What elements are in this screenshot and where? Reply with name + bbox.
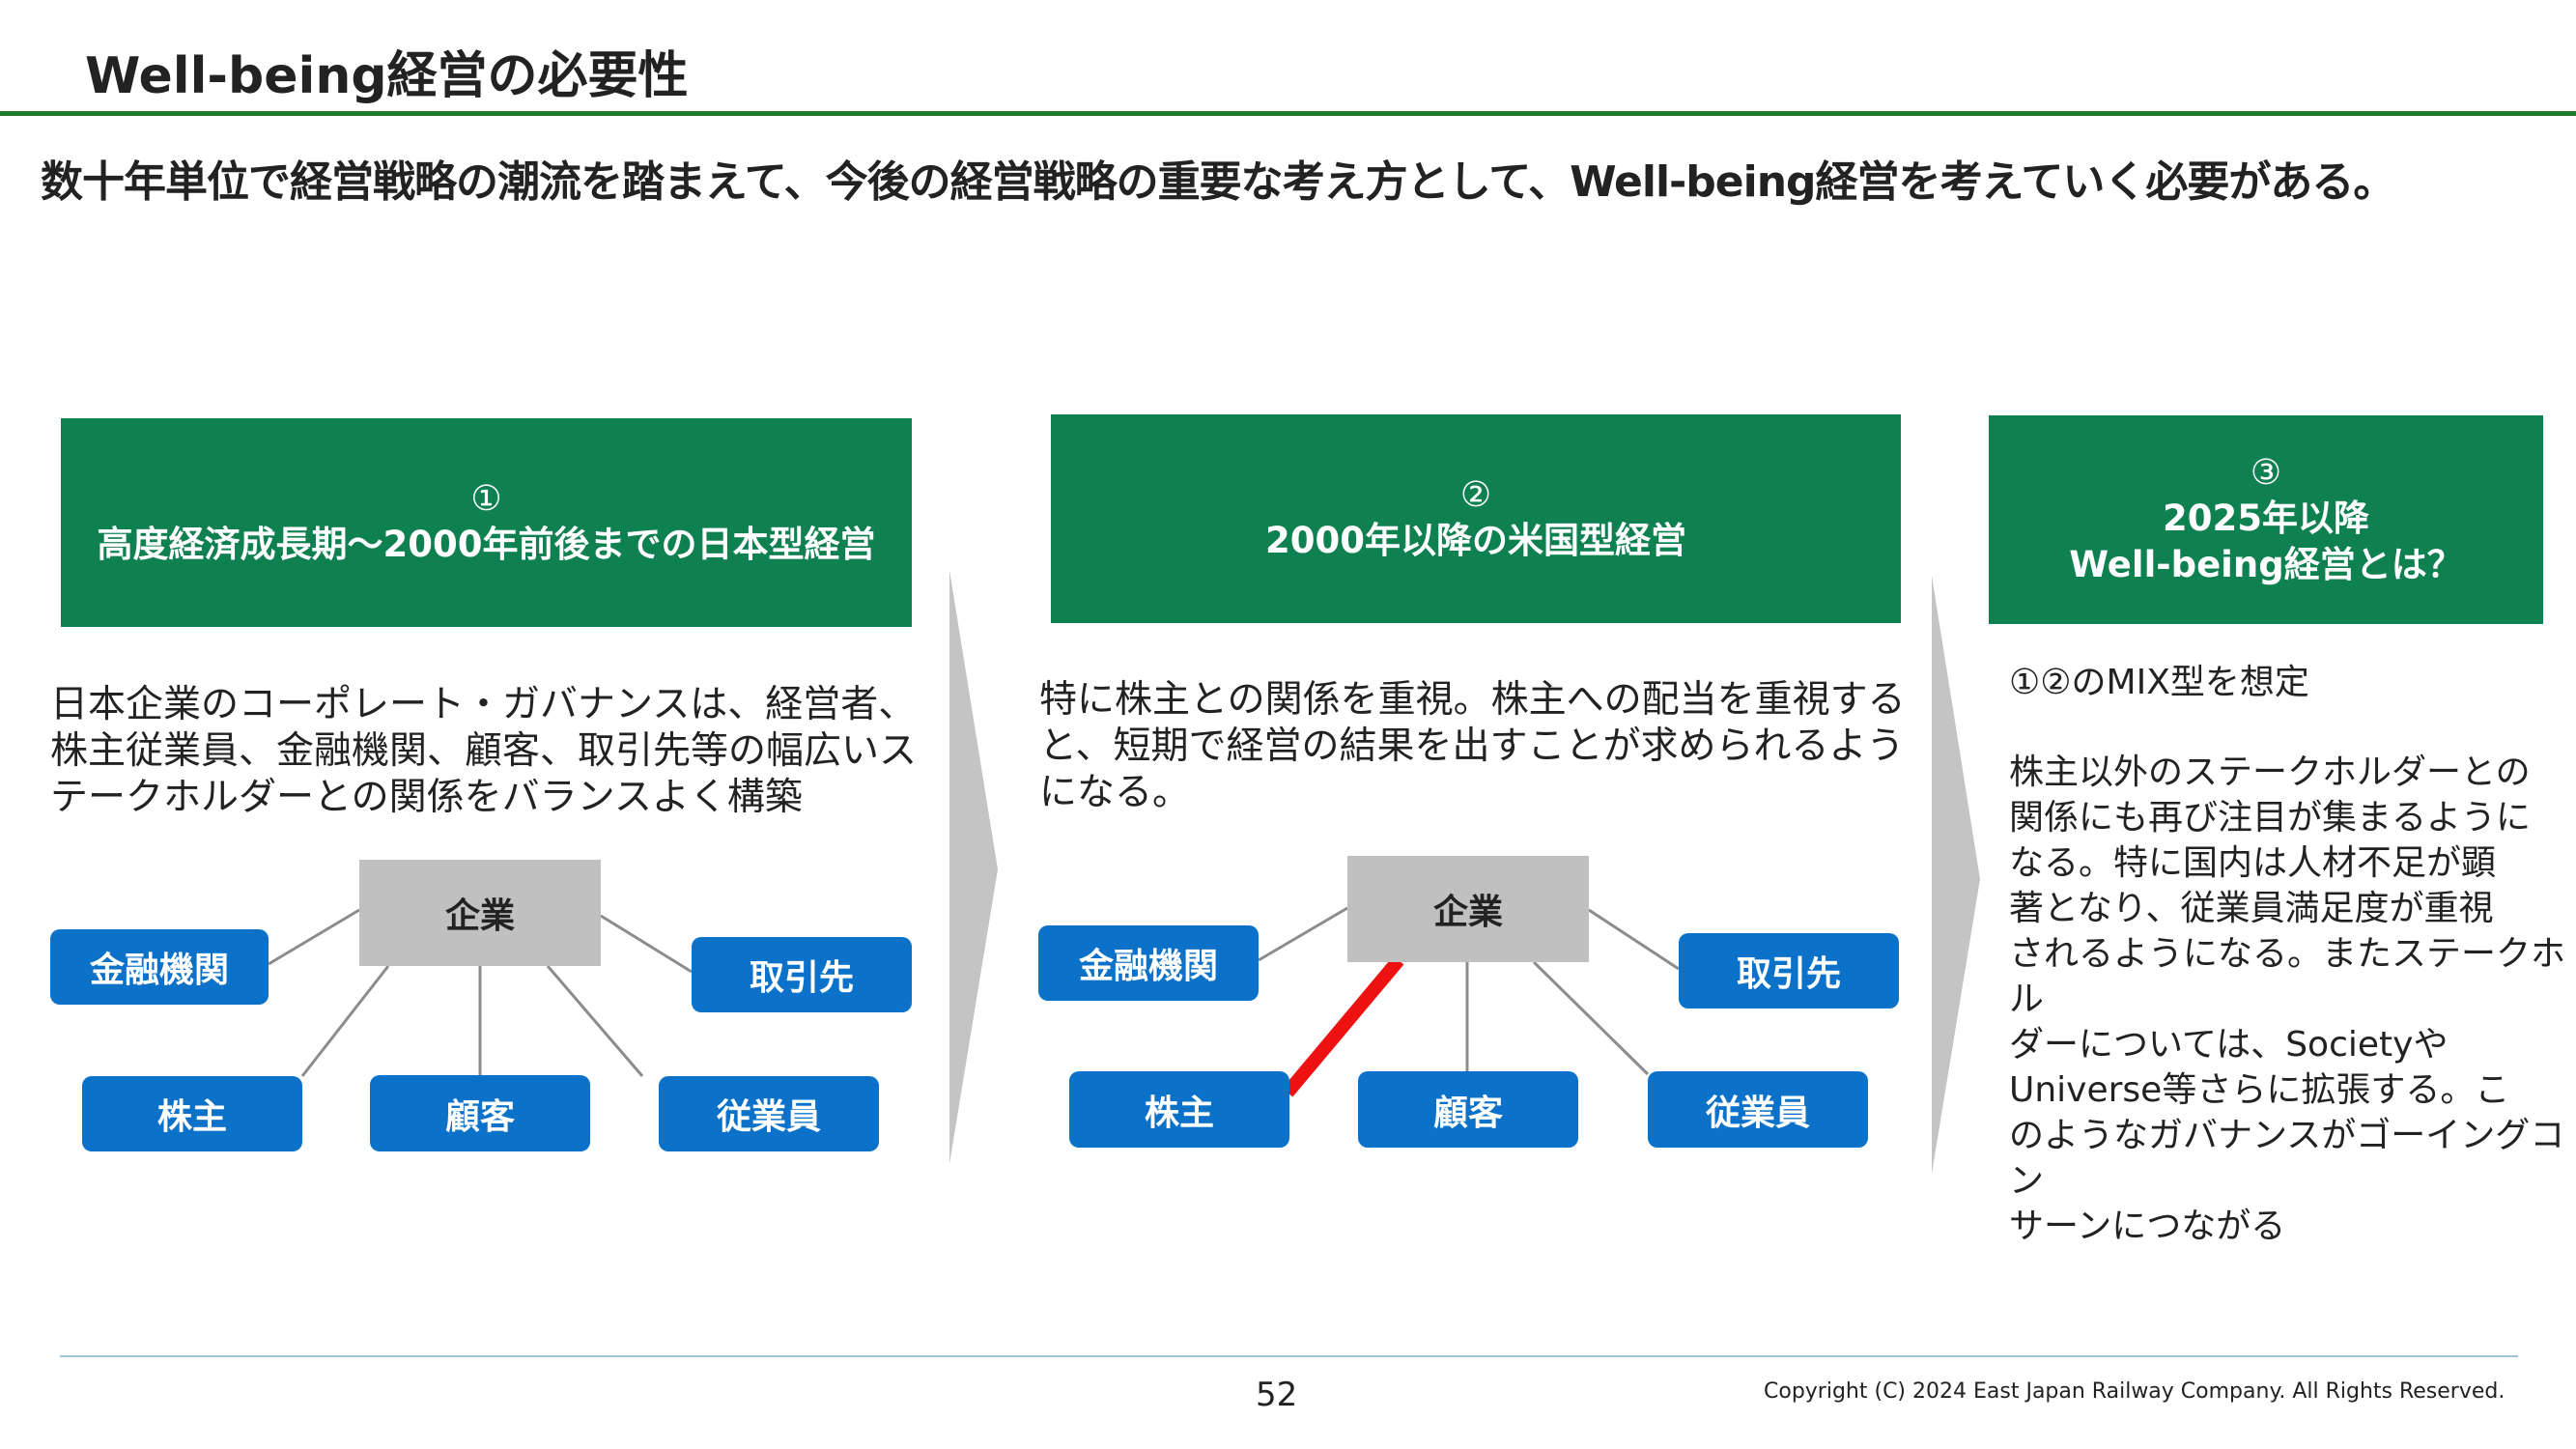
panel3-header: ③ 2025年以降 Well-being経営とは？ xyxy=(1989,415,2543,624)
panel1-line: 株主従業員、金融機関、顧客、取引先等の幅広いス xyxy=(50,729,918,773)
panel2-node-partner: 取引先 xyxy=(1679,933,1899,1009)
panel2-number: ② xyxy=(1459,474,1492,515)
panel2-node-company: 企業 xyxy=(1347,856,1589,962)
panel1-node-partner: 取引先 xyxy=(692,937,912,1012)
link-center-partner-2 xyxy=(1588,908,1680,971)
panel1-number: ① xyxy=(470,478,502,519)
title-divider xyxy=(0,111,2576,116)
panel3-line: されるようになる。またステークホル xyxy=(2009,934,2566,1019)
panel1-line: テークホルダーとの関係をバランスよく構築 xyxy=(50,776,803,819)
panel2-line: になる。 xyxy=(1039,771,1191,814)
panel3-header-line1: 2025年以降 xyxy=(2163,497,2369,540)
panel1-node-employee: 従業員 xyxy=(659,1076,879,1151)
panel3-lead: ①②のMIX型を想定 xyxy=(2009,663,2309,702)
panel2-node-employee: 従業員 xyxy=(1648,1071,1868,1148)
link-center-shareholder-1 xyxy=(300,965,390,1077)
chevron-arrow-2 xyxy=(1932,576,1980,1174)
panel2-header: ② 2000年以降の米国型経営 xyxy=(1051,414,1901,623)
link-center-employee-2 xyxy=(1532,960,1650,1076)
panel2-line: と、短期で経営の結果を出すことが求められるよう xyxy=(1039,724,1905,768)
panel3-line: のようなガバナンスがゴーイングコン xyxy=(2009,1116,2565,1201)
panel2-node-customer: 顧客 xyxy=(1358,1071,1578,1148)
panel2-description: 特に株主との関係を重視。株主への配当を重視する と、短期で経営の結果を出すことが… xyxy=(1039,677,1928,816)
panel3-line: なる。特に国内は人材不足が顕 xyxy=(2009,843,2497,883)
panel1-node-finance: 金融機関 xyxy=(50,929,269,1005)
panel3-line: 著となり、従業員満足度が重視 xyxy=(2009,889,2494,928)
panel2-header-label: 2000年以降の米国型経営 xyxy=(1265,520,1686,562)
page-number: 52 xyxy=(1256,1376,1298,1414)
panel1-header-label: 高度経済成長期～2000年前後までの日本型経営 xyxy=(97,524,876,566)
link-center-finance-1 xyxy=(268,908,360,966)
link-center-partner-1 xyxy=(600,914,693,974)
panel1-node-company: 企業 xyxy=(359,860,601,966)
panel1-header: ① 高度経済成長期～2000年前後までの日本型経営 xyxy=(61,418,912,627)
panel3-line: サーンにつながる xyxy=(2009,1207,2286,1246)
emphasis-link-shareholder xyxy=(1282,955,1404,1097)
copyright-notice: Copyright (C) 2024 East Japan Railway Co… xyxy=(1764,1379,2505,1404)
panel3-header-line2: Well-being経営とは？ xyxy=(2069,544,2463,586)
chevron-arrow-1 xyxy=(949,570,998,1164)
panel3-number: ③ xyxy=(2250,452,2282,493)
panel3-line: ダーについては、Societyや xyxy=(2009,1025,2449,1065)
panel1-description: 日本企業のコーポレート・ガバナンスは、経営者、 株主従業員、金融機関、顧客、取引… xyxy=(50,682,939,821)
panel1-node-customer: 顧客 xyxy=(370,1075,590,1151)
slide-subtitle: 数十年単位で経営戦略の潮流を踏まえて、今後の経営戦略の重要な考え方として、Wel… xyxy=(41,157,2395,207)
link-center-finance-2 xyxy=(1258,906,1348,962)
panel2-line: 特に株主との関係を重視。株主への配当を重視する xyxy=(1039,678,1906,722)
panel3-description: 株主以外のステークホルダーとの 関係にも再び注目が集まるように なる。特に国内は… xyxy=(2009,750,2569,1249)
slide-title: Well-being経営の必要性 xyxy=(85,47,689,105)
footer-divider xyxy=(60,1355,2518,1357)
panel3-line: Universe等さらに拡張する。こ xyxy=(2009,1070,2510,1110)
panel2-node-finance: 金融機関 xyxy=(1038,925,1259,1001)
link-center-employee-1 xyxy=(546,965,644,1077)
panel1-node-shareholder: 株主 xyxy=(82,1076,302,1151)
panel1-line: 日本企業のコーポレート・ガバナンスは、経営者、 xyxy=(50,683,917,726)
panel3-line: 関係にも再び注目が集まるように xyxy=(2009,798,2532,838)
panel3-line: 株主以外のステークホルダーとの xyxy=(2009,753,2531,792)
panel2-node-shareholder: 株主 xyxy=(1069,1071,1289,1148)
